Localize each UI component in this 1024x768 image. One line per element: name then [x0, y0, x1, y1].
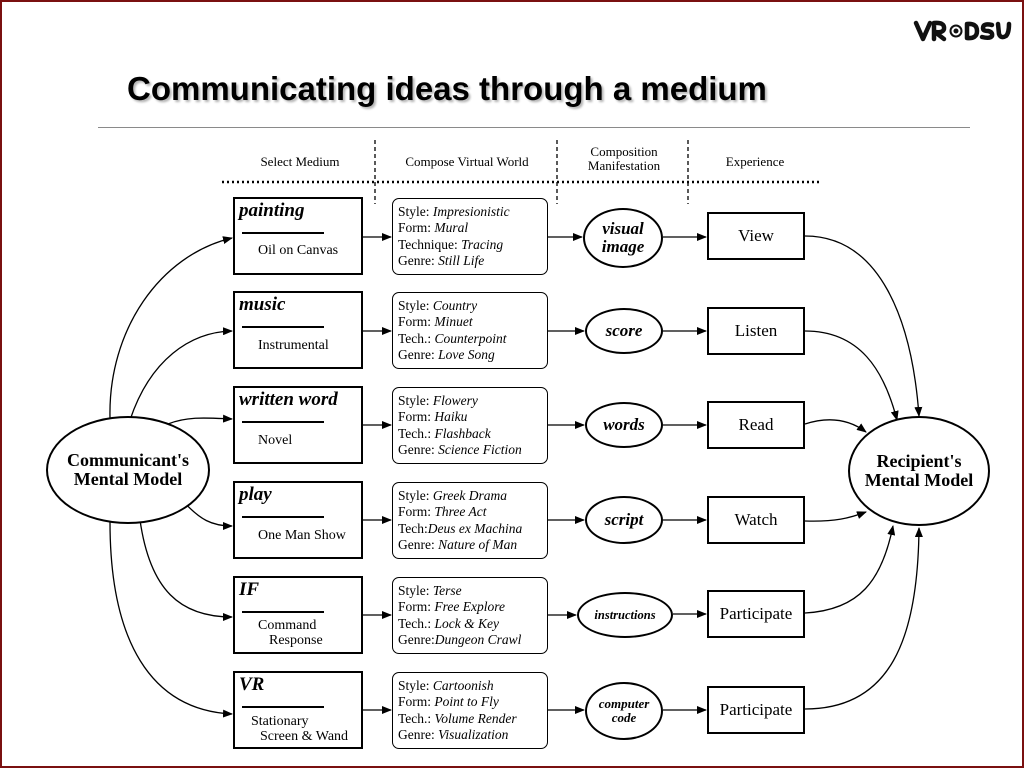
world-line: Technique: Tracing: [398, 236, 504, 252]
slide-title: Communicating ideas through a medium: [127, 70, 767, 107]
medium-subtitle-line2: Response: [269, 633, 323, 648]
world-line: Genre:Dungeon Crawl: [398, 631, 522, 647]
arrow-view-recipient: [804, 235, 923, 417]
world-line: Form: Haiku: [398, 409, 468, 425]
world-painting: Style: Impresionistic Form: Mural Techni…: [392, 198, 548, 275]
world-vr: Style: Cartoonish Form: Point to Fly Tec…: [392, 672, 548, 749]
medium-title: music: [239, 294, 286, 315]
world-line: Style: Terse: [398, 583, 462, 598]
communicant-line2: Mental Model: [73, 469, 183, 489]
arrow-communicant-painting: [109, 236, 233, 419]
world-line: Style: Impresionistic: [398, 204, 510, 219]
world-if: Style: Terse Form: Free Explore Tech.: L…: [392, 577, 548, 654]
medium-music: music Instrumental: [233, 291, 363, 369]
world-line: Genre: Science Fiction: [398, 441, 522, 457]
medium-if: IF Command Response: [233, 576, 363, 654]
world-line: Genre: Still Life: [398, 252, 485, 268]
arrow-watch-recipient: [804, 511, 867, 522]
medium-subtitle-line2: Screen & Wand: [260, 729, 349, 744]
medium-subtitle: One Man Show: [258, 528, 346, 543]
medium-divider: [242, 232, 324, 234]
vr-osu-logo-icon: [913, 20, 1012, 42]
world-line: Tech.: Counterpoint: [398, 330, 507, 346]
world-line: Tech.: Volume Render: [398, 710, 517, 726]
medium-title: painting: [239, 200, 305, 221]
medium-title: VR: [239, 674, 265, 695]
medium-subtitle: Novel: [258, 433, 293, 448]
world-line: Tech.: Flashback: [398, 425, 491, 441]
world-line: Form: Free Explore: [398, 599, 505, 615]
header-select-medium: Select Medium: [260, 154, 340, 169]
experience-listen: Listen: [707, 307, 805, 355]
arrow-communicant-if: [139, 519, 233, 621]
manifestation-script: script: [585, 496, 663, 544]
manifestation-words: words: [585, 402, 663, 448]
world-written-word: Style: Flowery Form: Haiku Tech.: Flashb…: [392, 387, 548, 464]
world-line: Form: Minuet: [398, 314, 473, 330]
medium-vr: VR Stationary Screen & Wand: [233, 671, 363, 749]
arrow-read-recipient: [804, 419, 867, 433]
world-line: Style: Cartoonish: [398, 678, 494, 693]
experience-view: View: [707, 212, 805, 260]
world-line: Style: Greek Drama: [398, 488, 507, 503]
world-line: Genre: Love Song: [398, 346, 495, 362]
medium-play: play One Man Show: [233, 481, 363, 559]
world-line: Form: Three Act: [398, 504, 487, 520]
world-line: Style: Flowery: [398, 393, 478, 408]
medium-subtitle-line1: Stationary: [251, 714, 309, 729]
recipient-line2: Mental Model: [864, 470, 974, 490]
header-composition-manifestation: Composition Manifestation: [560, 145, 688, 173]
recipient-line1: Recipient's: [876, 451, 962, 471]
communicant-mental-model: Communicant's Mental Model: [46, 416, 210, 524]
arrow-participate-recipient: [804, 525, 896, 614]
medium-title: written word: [239, 389, 338, 410]
medium-title: IF: [239, 579, 260, 600]
header-composition-line1: Composition: [590, 144, 658, 159]
medium-divider: [242, 421, 324, 423]
medium-divider: [242, 326, 324, 328]
manifestation-instructions: instructions: [577, 592, 673, 638]
medium-subtitle: Oil on Canvas: [258, 243, 339, 258]
communicant-line1: Communicant's: [66, 450, 189, 470]
world-line: Genre: Visualization: [398, 726, 509, 742]
header-compose-virtual-world: Compose Virtual World: [405, 154, 529, 169]
recipient-mental-model: Recipient's Mental Model: [848, 416, 990, 526]
experience-watch: Watch: [707, 496, 805, 544]
medium-subtitle-line1: Command: [258, 618, 317, 633]
medium-subtitle: Instrumental: [258, 338, 329, 353]
title-divider: [98, 127, 970, 128]
arrow-communicant-written: [167, 414, 233, 425]
world-line: Tech:Deus ex Machina: [398, 520, 523, 536]
world-line: Form: Point to Fly: [398, 694, 499, 710]
medium-divider: [242, 516, 324, 518]
experience-read: Read: [707, 401, 805, 449]
arrow-listen-recipient: [804, 330, 899, 421]
experience-participate-vr: Participate: [707, 686, 805, 734]
world-music: Style: Country Form: Minuet Tech.: Count…: [392, 292, 548, 369]
experience-participate: Participate: [707, 590, 805, 638]
medium-divider: [242, 706, 324, 708]
arrow-communicant-vr: [109, 521, 233, 718]
world-line: Tech.: Lock & Key: [398, 615, 500, 631]
world-line: Form: Mural: [398, 220, 469, 236]
world-play: Style: Greek Drama Form: Three Act Tech:…: [392, 482, 548, 559]
world-line: Genre: Nature of Man: [398, 536, 518, 552]
manifestation-score: score: [585, 308, 663, 354]
header-composition-line2: Manifestation: [587, 158, 661, 173]
header-experience: Experience: [725, 154, 785, 169]
medium-title: play: [239, 484, 272, 505]
world-line: Style: Country: [398, 298, 478, 313]
medium-divider: [242, 611, 324, 613]
medium-painting: painting Oil on Canvas: [233, 197, 363, 275]
arrow-communicant-music: [129, 327, 233, 421]
arrow-participate2-recipient: [804, 527, 923, 710]
medium-written-word: written word Novel: [233, 386, 363, 464]
